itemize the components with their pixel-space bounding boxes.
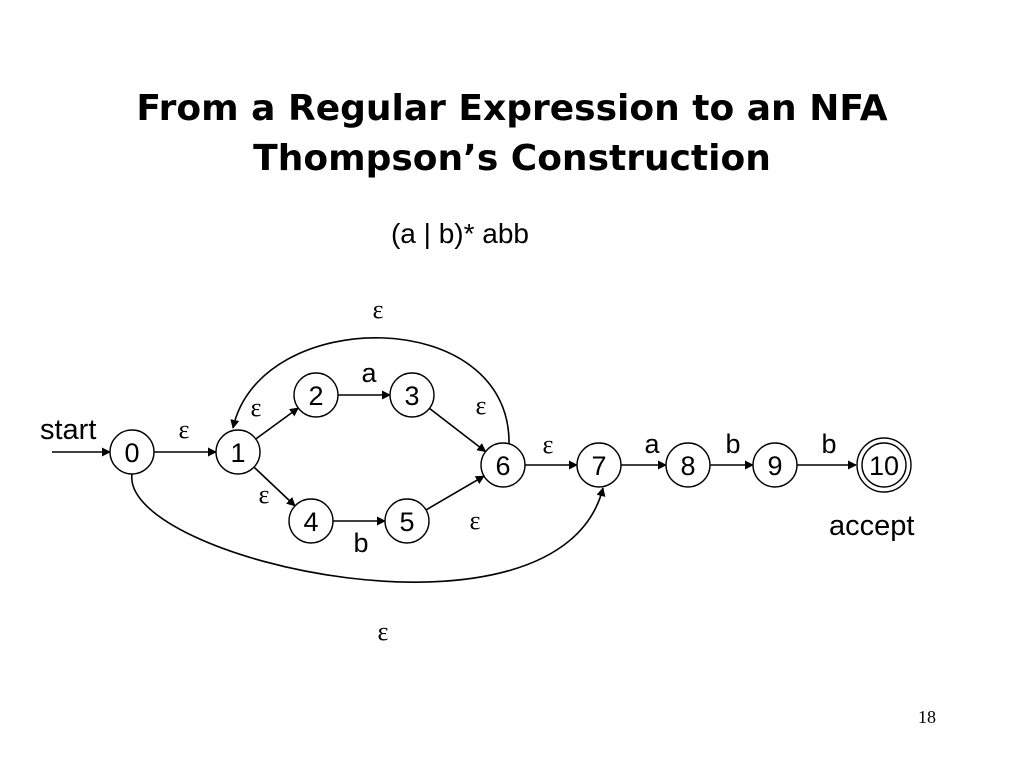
slide-title: From a Regular Expression to an NFA Thom… — [0, 84, 1024, 184]
state-nodes: 0 1 2 3 4 5 6 7 8 9 10 — [109, 372, 912, 544]
transition-edges — [52, 336, 857, 583]
transition-labels: ε ε ε a b ε ε ε ε ε a b b — [179, 295, 837, 646]
transition-label-9-10: b — [821, 429, 836, 459]
state-label: 1 — [230, 438, 245, 468]
transition-label-5-6: ε — [470, 506, 481, 535]
start-label: start — [40, 414, 96, 446]
state-circle — [215, 429, 261, 475]
state-circle — [752, 442, 798, 488]
title-line-1: From a Regular Expression to an NFA — [136, 88, 888, 129]
transition-label-1-2: ε — [251, 393, 262, 422]
transition-label-2-3: a — [361, 358, 377, 388]
state-circle — [389, 372, 435, 418]
state-label: 7 — [591, 451, 606, 481]
state-circle — [480, 442, 526, 488]
transition-0-7 — [131, 473, 606, 583]
state-label: 0 — [124, 438, 139, 468]
state-9: 9 — [752, 442, 798, 488]
state-circle — [109, 429, 155, 475]
state-7: 7 — [576, 442, 622, 488]
state-circle — [665, 442, 711, 488]
state-6: 6 — [480, 442, 526, 488]
state-8: 8 — [665, 442, 711, 488]
transition-label-6-7: ε — [543, 430, 554, 459]
transition-label-1-4: ε — [259, 480, 270, 509]
state-circle — [384, 498, 430, 544]
state-0: 0 — [109, 429, 155, 475]
state-circle — [288, 498, 334, 544]
state-label: 8 — [680, 451, 695, 481]
title-line-2: Thompson’s Construction — [253, 138, 771, 179]
state-circle — [293, 372, 339, 418]
transition-label-7-8: a — [644, 429, 660, 459]
state-2: 2 — [293, 372, 339, 418]
state-3: 3 — [389, 372, 435, 418]
transition-label-4-5: b — [353, 528, 368, 558]
accept-label: accept — [829, 510, 914, 542]
transition-1-2 — [255, 407, 299, 440]
transition-5-6 — [425, 475, 485, 511]
state-label: 6 — [495, 451, 510, 481]
state-label: 9 — [767, 451, 782, 481]
state-label: 2 — [308, 381, 323, 411]
transition-1-4 — [253, 466, 296, 507]
transition-label-0-7: ε — [378, 617, 389, 646]
state-5: 5 — [384, 498, 430, 544]
transition-label-3-6: ε — [476, 391, 487, 420]
regex-expression: (a | b)* abb — [390, 218, 530, 249]
transition-label-6-1: ε — [373, 295, 384, 324]
transition-3-6 — [428, 407, 487, 453]
transition-label-0-1: ε — [179, 415, 190, 444]
state-label: 3 — [404, 381, 419, 411]
transition-label-8-9: b — [725, 429, 740, 459]
state-circle — [576, 442, 622, 488]
page-number: 18 — [918, 707, 936, 727]
state-10: 10 — [856, 437, 912, 493]
state-label: 10 — [869, 451, 899, 481]
state-1: 1 — [215, 429, 261, 475]
transition-6-1 — [230, 336, 510, 446]
state-4: 4 — [288, 498, 334, 544]
state-label: 4 — [303, 507, 318, 537]
state-label: 5 — [399, 507, 414, 537]
state-circle — [861, 442, 907, 488]
